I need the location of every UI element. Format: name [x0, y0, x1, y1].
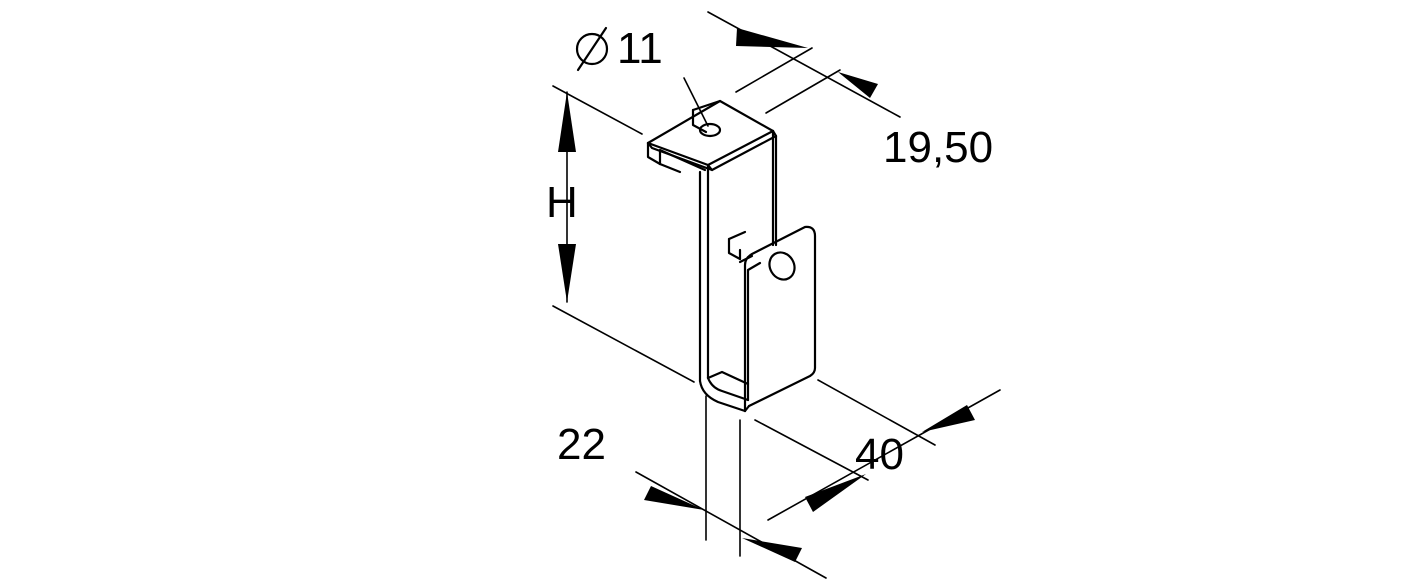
- arrow-40-a: [805, 474, 866, 512]
- extension-lines: [552, 11, 1001, 579]
- arrow-22-b: [742, 538, 802, 562]
- diameter-leader: [683, 77, 709, 127]
- arrowheads: [558, 28, 975, 562]
- arrow-1950-a: [736, 28, 808, 48]
- arrow-h-bottom: [558, 244, 576, 302]
- arrow-h-top: [558, 92, 576, 152]
- bracket-part: [646, 99, 817, 413]
- thickness-label: 22: [557, 420, 606, 469]
- height-label: H: [546, 178, 578, 227]
- arrow-40-b: [922, 405, 975, 432]
- bracket-front-plate: [746, 261, 762, 402]
- arrow-22-a: [644, 486, 704, 510]
- top-hole: [698, 122, 722, 138]
- front-hole: [768, 251, 796, 281]
- width-label: 40: [855, 430, 904, 479]
- arrow-1950-b: [838, 72, 878, 98]
- diameter-icon: [575, 26, 609, 72]
- hole-diameter-label: 11: [617, 24, 663, 73]
- depth-label: 19,50: [883, 123, 994, 172]
- bracket-top-plate: [646, 99, 775, 167]
